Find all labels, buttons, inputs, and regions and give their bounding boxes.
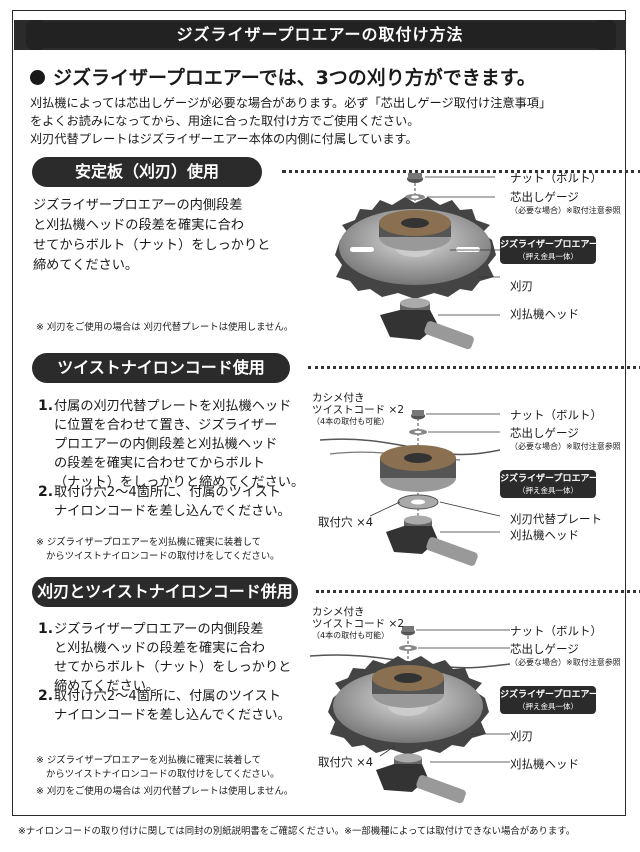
head-part bbox=[386, 515, 478, 566]
note-line: ※ 刈刃をご使用の場合は 刈刃代替プレートは使用しません。 bbox=[36, 786, 294, 797]
step-line: プロエアーの内側段差と刈払機ヘッド bbox=[54, 437, 278, 452]
title-banner-shape bbox=[14, 20, 626, 50]
s2-label-cords-line: カシメ付き bbox=[312, 392, 365, 404]
title-banner: ジズライザープロエアーの取付け方法 bbox=[14, 20, 626, 50]
section1-heading: 安定板（刈刃）使用 bbox=[32, 157, 640, 187]
step-line: せてからボルト（ナット）をしっかりと bbox=[54, 660, 292, 675]
note-line: ※ ジズライザープロエアーを刈払機に確実に装着して bbox=[36, 537, 262, 548]
page-title: ジズライザープロエアーの取付け方法 bbox=[176, 25, 464, 44]
s2-product-badge: ジズライザープロエアー （押え金具一体） bbox=[500, 470, 598, 498]
section1-note: ※ 刈刃をご使用の場合は 刈刃代替プレートは使用しません。 bbox=[36, 322, 294, 333]
step-line: と刈払機ヘッドの段差を確実に合わ bbox=[54, 641, 265, 656]
s2-badge-main: ジズライザープロエアー bbox=[500, 474, 598, 484]
s2-label-cords: カシメ付き ツイストコード ×2 （4本の取付も可能） bbox=[312, 392, 404, 428]
step-line: ジズライザープロエアーの内側段差 bbox=[54, 622, 264, 637]
page-frame bbox=[12, 10, 626, 816]
jizlizer-part bbox=[379, 210, 451, 251]
s1-product-badge: ジズライザープロエアー （押え金具一体） bbox=[500, 236, 598, 264]
s1-label-blade: 刈刃 bbox=[510, 279, 533, 293]
step-line: ナイロンコードを差し込んでください。 bbox=[54, 504, 291, 519]
s3-label-nut: ナット（ボルト） bbox=[510, 624, 602, 638]
section3-divider bbox=[316, 590, 640, 593]
section2-heading-label: ツイストナイロンコード使用 bbox=[32, 353, 290, 383]
s3-label-holes: 取付穴 ×4 bbox=[318, 755, 374, 769]
step-line: の段差を確実に合わせてからボルト bbox=[54, 456, 265, 471]
step-line: （ナット）をしっかりと締めてください。 bbox=[54, 475, 305, 490]
step-line: ナイロンコードを差し込んでください。 bbox=[54, 708, 291, 723]
s3-label-cords: カシメ付き ツイストコード ×2 （4本の取付も可能） bbox=[312, 606, 404, 642]
jizlizer-part bbox=[372, 665, 444, 708]
intro-line: 刈刃代替プレートはジズライザーエアー本体の内側に付属しています。 bbox=[30, 132, 418, 146]
jizlizer-part bbox=[380, 445, 456, 492]
section1-body-line: せてからボルト（ナット）をしっかりと bbox=[33, 238, 271, 253]
footer-note: ※ナイロンコードの取り付けに関しては同封の別紙説明書をご確認ください。※一部機種… bbox=[18, 826, 576, 837]
s2-label-cords-line: （4本の取付も可能） bbox=[312, 417, 390, 426]
section3-note: ※ ジズライザープロエアーを刈払機に確実に装着して からツイストナイロンコードの… bbox=[36, 754, 293, 799]
section1-body-line: と刈払機ヘッドの段差を確実に合わ bbox=[33, 218, 244, 233]
step-number: 1. bbox=[38, 621, 54, 637]
s1-label-head: 刈払機ヘッド bbox=[510, 307, 579, 321]
section1-body: ジズライザープロエアーの内側段差 と刈払機ヘッドの段差を確実に合わ せてからボル… bbox=[33, 196, 270, 276]
s3-label-cords-line: （4本の取付も可能） bbox=[312, 631, 390, 640]
s1-label-nut: ナット（ボルト） bbox=[510, 171, 602, 185]
s2-label-nut: ナット（ボルト） bbox=[510, 408, 602, 422]
diagram-blade-cord-assembly bbox=[309, 626, 510, 804]
section3-heading: 刈刃とツイストナイロンコード併用 bbox=[32, 577, 640, 607]
s3-label-blade: 刈刃 bbox=[510, 729, 533, 743]
note-line: ※ ジズライザープロエアーを刈払機に確実に装着して bbox=[36, 755, 262, 766]
section1-body-line: 締めてください。 bbox=[33, 258, 139, 273]
s3-badge-main: ジズライザープロエアー bbox=[500, 690, 598, 700]
diagram-cord-assembly bbox=[319, 410, 500, 566]
head-part bbox=[380, 298, 474, 350]
s2-label-cords-line: ツイストコード ×2 bbox=[312, 404, 405, 416]
s1-label-gauge-sub: （必要な場合）※取付注意参照 bbox=[510, 206, 621, 215]
s3-label-head: 刈払機ヘッド bbox=[510, 757, 579, 771]
headline: ジズライザープロエアーでは、3つの刈り方ができます。 bbox=[30, 63, 536, 90]
diagram-blade-assembly bbox=[335, 173, 500, 350]
s1-badge-main: ジズライザープロエアー bbox=[500, 240, 598, 250]
step-number: 2. bbox=[38, 688, 54, 704]
section1-body-line: ジズライザープロエアーの内側段差 bbox=[33, 198, 243, 213]
s3-label-gauge-sub: （必要な場合）※取付注意参照 bbox=[510, 658, 621, 667]
s1-badge-sub: （押え金具一体） bbox=[518, 252, 578, 261]
s2-label-gauge-sub: （必要な場合）※取付注意参照 bbox=[510, 442, 621, 451]
bullet-dot-icon bbox=[30, 70, 45, 85]
section1-divider bbox=[282, 170, 640, 173]
intro-line: をよくお読みになってから、用途に合った取付け方でご使用ください。 bbox=[30, 114, 420, 128]
step-line: に位置を合わせて置き、ジズライザー bbox=[54, 418, 278, 433]
s2-label-holes: 取付穴 ×4 bbox=[318, 515, 374, 529]
step-line: 締めてください。 bbox=[54, 679, 160, 694]
step-number: 2. bbox=[38, 484, 54, 500]
intro-text: 刈払機によっては芯出しゲージが必要な場合があります。必ず「芯出しゲージ取付け注意… bbox=[30, 94, 551, 148]
section2-note: ※ ジズライザープロエアーを刈払機に確実に装着して からツイストナイロンコードの… bbox=[36, 536, 280, 564]
s1-label-gauge: 芯出しゲージ bbox=[510, 190, 579, 204]
step-line: 取付け穴2～4箇所に、付属のツイスト bbox=[54, 485, 281, 500]
plate-part bbox=[397, 494, 439, 510]
step-number: 1. bbox=[38, 398, 54, 414]
section1-heading-label: 安定板（刈刃）使用 bbox=[32, 157, 262, 187]
section2-divider bbox=[308, 366, 640, 369]
step-line: 付属の刈刃代替プレートを刈払機ヘッド bbox=[54, 399, 292, 414]
s2-badge-sub: （押え金具一体） bbox=[518, 486, 578, 495]
s2-label-plate: 刈刃代替プレート bbox=[510, 512, 602, 526]
s3-label-cords-line: ツイストコード ×2 bbox=[312, 618, 405, 630]
intro-line: 刈払機によっては芯出しゲージが必要な場合があります。必ず「芯出しゲージ取付け注意… bbox=[30, 96, 552, 110]
s3-badge-sub: （押え金具一体） bbox=[518, 702, 578, 711]
note-line: からツイストナイロンコードの取付けをしてください。 bbox=[46, 769, 280, 780]
headline-text: ジズライザープロエアーでは、3つの刈り方ができます。 bbox=[53, 67, 536, 89]
step-line: 取付け穴2～4箇所に、付属のツイスト bbox=[54, 689, 281, 704]
note-line: からツイストナイロンコードの取付けをしてください。 bbox=[46, 551, 280, 562]
s3-label-gauge: 芯出しゲージ bbox=[510, 642, 579, 656]
s2-label-gauge: 芯出しゲージ bbox=[510, 426, 579, 440]
section2-heading: ツイストナイロンコード使用 bbox=[32, 353, 640, 383]
section3-heading-label: 刈刃とツイストナイロンコード併用 bbox=[32, 577, 298, 607]
s3-product-badge: ジズライザープロエアー （押え金具一体） bbox=[500, 686, 598, 714]
s2-label-head: 刈払機ヘッド bbox=[510, 528, 579, 542]
s3-label-cords-line: カシメ付き bbox=[312, 606, 365, 618]
head-part bbox=[376, 753, 466, 804]
